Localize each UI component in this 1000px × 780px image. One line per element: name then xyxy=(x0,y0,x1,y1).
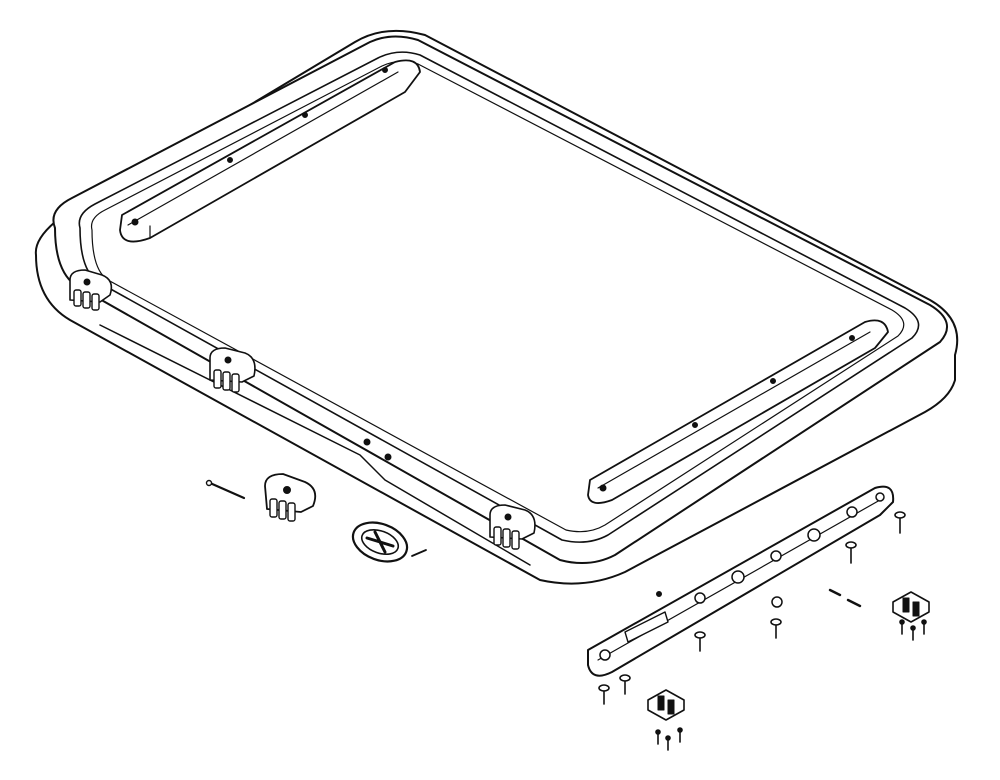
screw-icon xyxy=(770,618,782,639)
rail-edge xyxy=(127,71,399,239)
screw-icon xyxy=(894,511,906,534)
rail-hole xyxy=(227,157,233,163)
rail-hole xyxy=(849,335,855,341)
small-nut xyxy=(656,591,662,597)
hinge-icon xyxy=(209,347,256,393)
rail-hole xyxy=(131,218,139,226)
rail-body xyxy=(119,59,421,243)
screw-icon xyxy=(921,619,927,635)
hinge-icon xyxy=(489,504,536,550)
rail-hole xyxy=(770,378,776,384)
rail-edge xyxy=(597,331,871,489)
dowel-icon xyxy=(846,598,862,608)
frame-top-outer xyxy=(52,35,949,565)
screw-icon xyxy=(677,727,683,743)
rail-hole xyxy=(302,112,308,118)
frame-hinges xyxy=(69,269,536,550)
hinge-icon xyxy=(69,269,113,311)
dowels xyxy=(828,588,862,608)
screw-icon xyxy=(665,735,671,751)
washer xyxy=(771,596,783,608)
screws xyxy=(598,511,927,751)
screw-icon xyxy=(655,729,661,745)
clip-right xyxy=(892,591,930,623)
skirt-hole xyxy=(384,453,392,461)
support-rail-top xyxy=(119,59,421,243)
clip-icon xyxy=(647,689,685,721)
rail-hole xyxy=(382,67,388,73)
stay-arm xyxy=(587,485,895,677)
screw-icon xyxy=(619,674,631,695)
screw-icon xyxy=(910,625,916,641)
rail-body xyxy=(587,319,889,504)
hatch-frame xyxy=(34,29,959,585)
clip-icon xyxy=(892,591,930,623)
clip-left xyxy=(647,689,685,721)
screw-icon xyxy=(694,631,706,652)
screw-icon xyxy=(899,619,905,635)
dowel-icon xyxy=(828,588,842,597)
latch-cover xyxy=(351,521,409,563)
skirt-hole xyxy=(363,438,371,446)
latch-screw xyxy=(411,549,427,557)
support-rail-right xyxy=(587,319,889,504)
pin-icon xyxy=(208,481,246,500)
hinge-pin xyxy=(205,479,246,500)
screw-icon xyxy=(845,541,857,564)
rail-hole xyxy=(692,422,698,428)
rail-hole xyxy=(599,484,607,492)
screw-icon xyxy=(598,684,610,705)
loose-hinge xyxy=(264,473,317,522)
